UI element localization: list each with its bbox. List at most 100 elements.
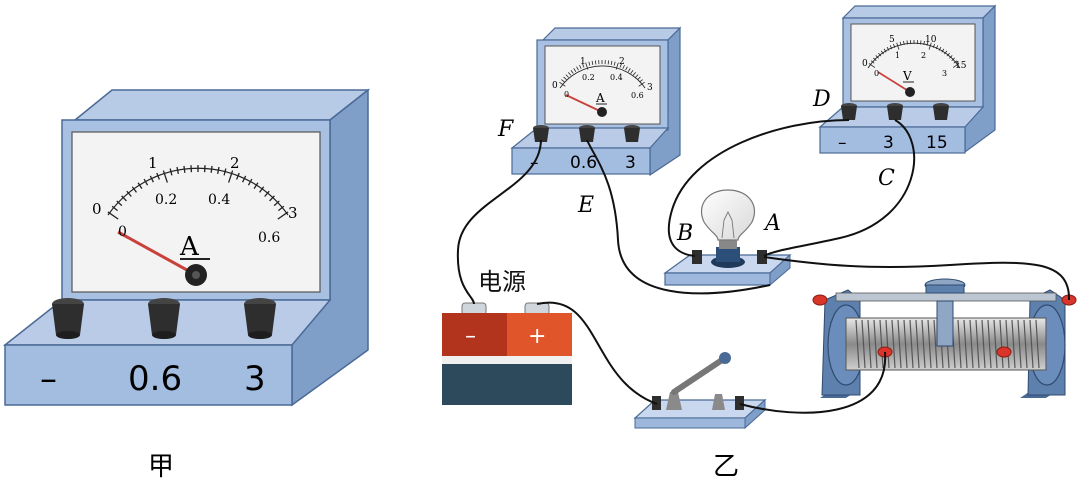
scale-tick: [935, 45, 939, 50]
small-am-terminal-0.6[interactable]: [579, 125, 595, 142]
scale-tick: [223, 168, 227, 176]
scale-tick: [889, 45, 893, 50]
scale-tick: [162, 170, 168, 183]
scale-tick: [639, 79, 643, 83]
coil-winding: [891, 319, 896, 369]
scale-tick: [932, 43, 935, 48]
volt-scale-top-2: 10: [925, 35, 937, 45]
point-label-A: A: [763, 211, 781, 236]
scale-tick: [149, 175, 154, 183]
scale-tick: [946, 52, 950, 57]
volt-terminal-3[interactable]: [887, 103, 903, 120]
wire-battery-switch: [536, 301, 658, 405]
coil-winding: [975, 319, 980, 369]
small-am-scale-bottom-3: 0.6: [631, 91, 644, 100]
scale-tick: [610, 60, 613, 65]
lamp-terminal-A[interactable]: [757, 250, 767, 264]
scale-tick: [121, 195, 127, 202]
scale-tick: [953, 60, 958, 64]
scale-tick: [938, 46, 942, 51]
wire-E-lamp: [586, 139, 771, 295]
scale-tick: [873, 57, 877, 61]
battery-neg-label: –: [465, 324, 476, 349]
big-terminal-neg[interactable]: [52, 298, 84, 339]
battery-pos-label: +: [528, 324, 546, 349]
small-am-terminal-neg[interactable]: [533, 125, 549, 142]
scale-tick: [625, 66, 628, 71]
rheostat-terminal-bottom-right[interactable]: [996, 346, 1012, 358]
scale-tick: [137, 182, 143, 189]
battery: – + 电源: [442, 268, 572, 405]
scale-tick: [228, 170, 234, 183]
big-terminal-label-neg: –: [40, 359, 57, 399]
small-am-terminal-3[interactable]: [624, 125, 640, 142]
scale-tick: [870, 60, 875, 64]
scale-tick: [941, 48, 945, 53]
switch: [633, 352, 767, 430]
scale-tick: [899, 41, 902, 46]
figure-label-right: 乙: [713, 452, 739, 482]
rheostat-terminal-top-left[interactable]: [812, 294, 828, 306]
scale-tick: [269, 195, 275, 202]
coil-winding: [993, 319, 998, 369]
scale-tick: [247, 178, 253, 186]
big-terminal-label-0.6: 0.6: [128, 359, 182, 399]
scale-tick: [253, 182, 259, 189]
volt-scale-bottom-2: 2: [921, 51, 926, 60]
volt-scale-top-1: 5: [889, 35, 895, 45]
scale-tick: [258, 186, 265, 193]
scale-tick: [923, 40, 925, 46]
scale-tick: [573, 68, 577, 72]
scale-tick: [183, 165, 186, 173]
scale-tick: [630, 70, 634, 74]
coil-winding: [861, 319, 866, 369]
scale-tick: [143, 178, 149, 186]
scale-tick: [627, 68, 631, 72]
bulb-glass: [700, 189, 756, 241]
volt-terminal-neg[interactable]: [841, 103, 857, 120]
coil-winding: [1023, 319, 1028, 369]
volt-label-15: 15: [926, 133, 948, 153]
scale-tick: [570, 70, 574, 74]
big-terminal-0.6[interactable]: [148, 298, 180, 339]
scale-tick: [277, 211, 289, 220]
scale-tick: [926, 41, 929, 46]
scale-tick: [638, 81, 645, 87]
volt-scale-top-0: 0: [862, 59, 868, 69]
volt-scale-bottom-0: 0: [874, 69, 879, 78]
ammeter-large: 0 1 2 3 0 0.2 0.4 0.6 A – 0.6 3: [2, 88, 371, 407]
coil-winding: [969, 319, 974, 369]
big-scale-top-2: 2: [230, 154, 240, 172]
scale-tick: [585, 62, 589, 70]
coil-winding: [885, 319, 890, 369]
volt-scale-bottom-3: 3: [942, 69, 947, 78]
scale-tick: [591, 60, 594, 65]
coil-winding: [903, 319, 908, 369]
scale-tick: [176, 166, 179, 175]
scale-tick: [588, 61, 591, 66]
coil-winding: [1017, 319, 1022, 369]
scale-tick: [579, 64, 582, 69]
scale-tick: [210, 165, 213, 173]
scale-tick: [952, 63, 960, 68]
scale-tick: [615, 62, 619, 70]
small-am-scale-bottom-2: 0.4: [610, 73, 623, 82]
scale-tick: [559, 81, 566, 87]
big-terminal-3[interactable]: [244, 298, 276, 339]
big-scale-bottom-0: 0: [118, 224, 127, 240]
volt-terminal-15[interactable]: [933, 103, 949, 120]
rheostat: [812, 278, 1077, 398]
scale-tick: [613, 61, 616, 66]
coil-winding: [963, 319, 968, 369]
coil-winding: [921, 319, 926, 369]
volt-unit: V: [902, 69, 912, 83]
coil-winding: [1035, 319, 1040, 369]
point-label-D: D: [812, 87, 831, 112]
battery-title: 电源: [478, 268, 526, 296]
scale-tick: [607, 60, 610, 65]
scale-tick: [632, 72, 636, 76]
scale-tick: [878, 52, 882, 57]
scale-tick: [951, 57, 955, 61]
coil-winding: [909, 319, 914, 369]
lamp-terminal-B[interactable]: [692, 250, 702, 264]
